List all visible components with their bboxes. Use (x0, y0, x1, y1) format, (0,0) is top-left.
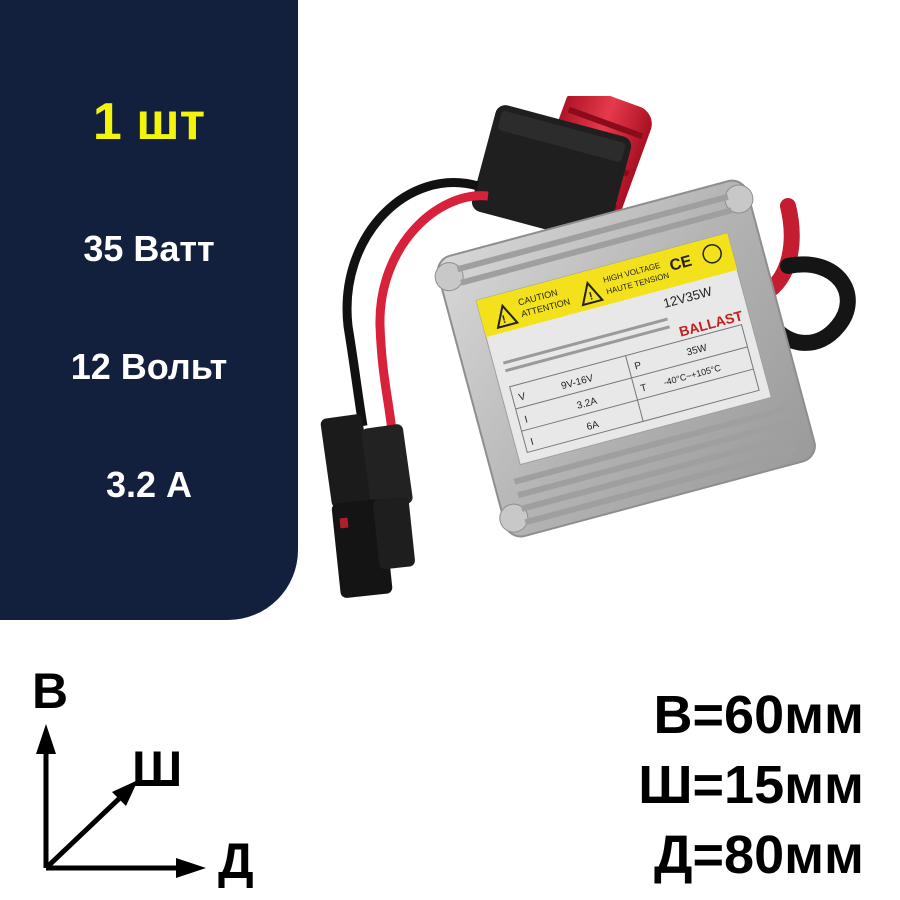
height-axis-label: В (32, 663, 69, 719)
dimension-axes-diagram (36, 724, 206, 878)
spec-inom: 3.2A (576, 396, 599, 412)
svg-text:P: P (633, 360, 643, 372)
dimensions-block: В=60мм Ш=15мм Д=80мм (638, 680, 864, 890)
length-axis-label: Д (218, 833, 254, 889)
spec-pout: 35W (686, 342, 709, 358)
height-axis-arrow (36, 724, 56, 868)
spec-iin: 6A (585, 419, 600, 433)
black-wire (342, 178, 480, 427)
red-wire (375, 191, 489, 432)
power-label: 35 Ватт (83, 228, 215, 269)
height-dimension: В=60мм (653, 685, 865, 745)
voltage-label: 12 Вольт (70, 346, 228, 387)
length-dimension: Д=80мм (654, 825, 864, 885)
ballast-product-image: ! CAUTION ATTENTION ! HIGH VOLTAGE HAUTE… (320, 96, 856, 598)
e-mark-icon (702, 244, 722, 264)
svg-text:V: V (518, 391, 528, 403)
ballast-housing: ! CAUTION ATTENTION ! HIGH VOLTAGE HAUTE… (434, 179, 816, 538)
width-axis-label: Ш (132, 741, 183, 797)
black-plug-connector (320, 414, 415, 598)
length-axis-arrow (46, 858, 206, 878)
ce-mark: CE (668, 253, 694, 275)
quantity-label: 1 шт (92, 93, 206, 151)
black-igniter-box (471, 105, 632, 244)
svg-text:I: I (529, 437, 535, 448)
svg-text:!: ! (588, 290, 595, 303)
black-cable-right (765, 256, 856, 351)
current-label: 3.2 А (105, 464, 193, 505)
svg-text:I: I (523, 414, 529, 425)
width-dimension: Ш=15мм (638, 755, 864, 815)
svg-text:!: ! (501, 314, 508, 327)
spec-panel (0, 0, 298, 620)
svg-text:T: T (639, 382, 648, 394)
width-axis-arrow (44, 780, 138, 870)
